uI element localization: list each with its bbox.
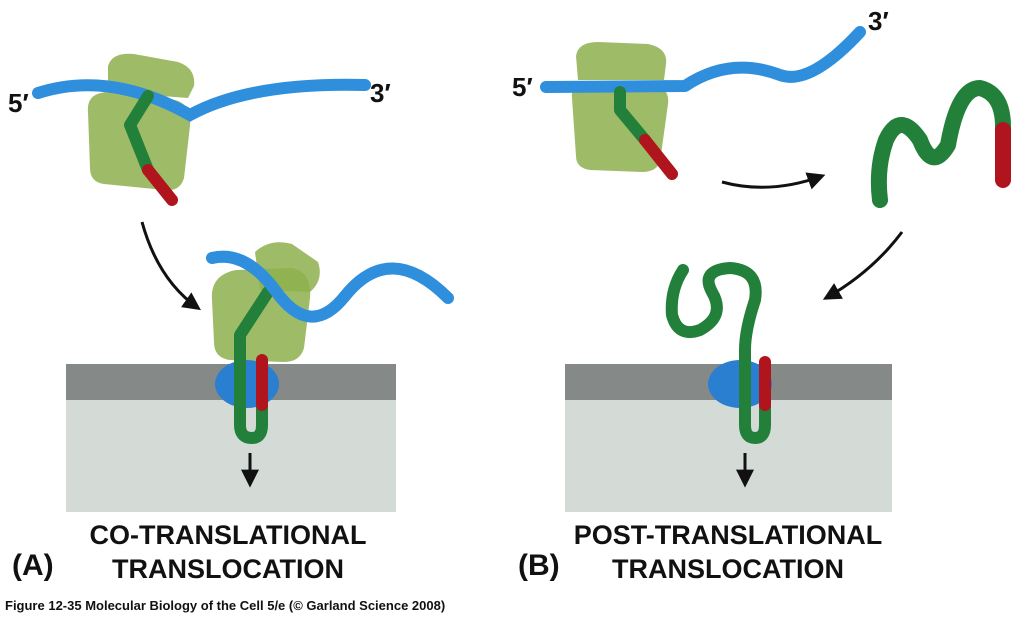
unfolded-polypeptide-b <box>665 262 771 444</box>
panel-b-title-line1: POST-TRANSLATIONAL <box>574 520 882 550</box>
mrna-strand <box>32 78 371 122</box>
panel-b-letter: (B) <box>518 549 560 582</box>
er-lumen-b <box>565 400 892 512</box>
mrna-5-prime-label: 5′ <box>512 72 533 102</box>
translocator-channel-a <box>215 360 279 408</box>
polypeptide-through-channel-a <box>234 286 274 444</box>
ribosome-large-subunit <box>571 86 669 172</box>
curved-arrow-a <box>140 221 201 311</box>
mrna-5-prime-label: 5′ <box>8 88 29 118</box>
nascent-polypeptide <box>614 86 651 146</box>
er-lumen-a <box>66 400 396 512</box>
signal-sequence <box>639 134 678 180</box>
panel-a: 5′ 3′ (A) CO-TRANSLATIONAL TRANSLOCATION <box>8 53 454 584</box>
panel-a-title-line1: CO-TRANSLATIONAL <box>90 520 367 550</box>
panel-b: 5′ 3′ (B) POST-TRANSLATIONAL TRANSLOCATI… <box>512 6 1012 584</box>
free-ribosome-b: 5′ 3′ <box>512 6 889 180</box>
panel-b-title-line2: TRANSLOCATION <box>612 554 844 584</box>
arrow-to-membrane <box>822 231 904 300</box>
nascent-polypeptide <box>124 90 154 176</box>
released-polypeptide <box>870 80 1012 208</box>
mrna-strand <box>540 26 866 93</box>
posttranslational-translocation <box>665 262 772 444</box>
ribosome-small-subunit <box>576 42 667 80</box>
mrna-3-prime-label: 3′ <box>370 78 391 108</box>
folded-polypeptide <box>870 80 1012 208</box>
free-ribosome-a: 5′ 3′ <box>8 53 391 206</box>
mrna-strand-bound <box>206 250 454 323</box>
panel-a-title-line2: TRANSLOCATION <box>112 554 344 584</box>
signal-sequence <box>142 164 178 206</box>
mrna-3-prime-label: 3′ <box>868 6 889 36</box>
arrow-release <box>721 172 826 190</box>
figure-caption: Figure 12-35 Molecular Biology of the Ce… <box>5 598 445 613</box>
panel-a-letter: (A) <box>12 549 54 582</box>
bound-ribosome-a <box>206 242 454 444</box>
